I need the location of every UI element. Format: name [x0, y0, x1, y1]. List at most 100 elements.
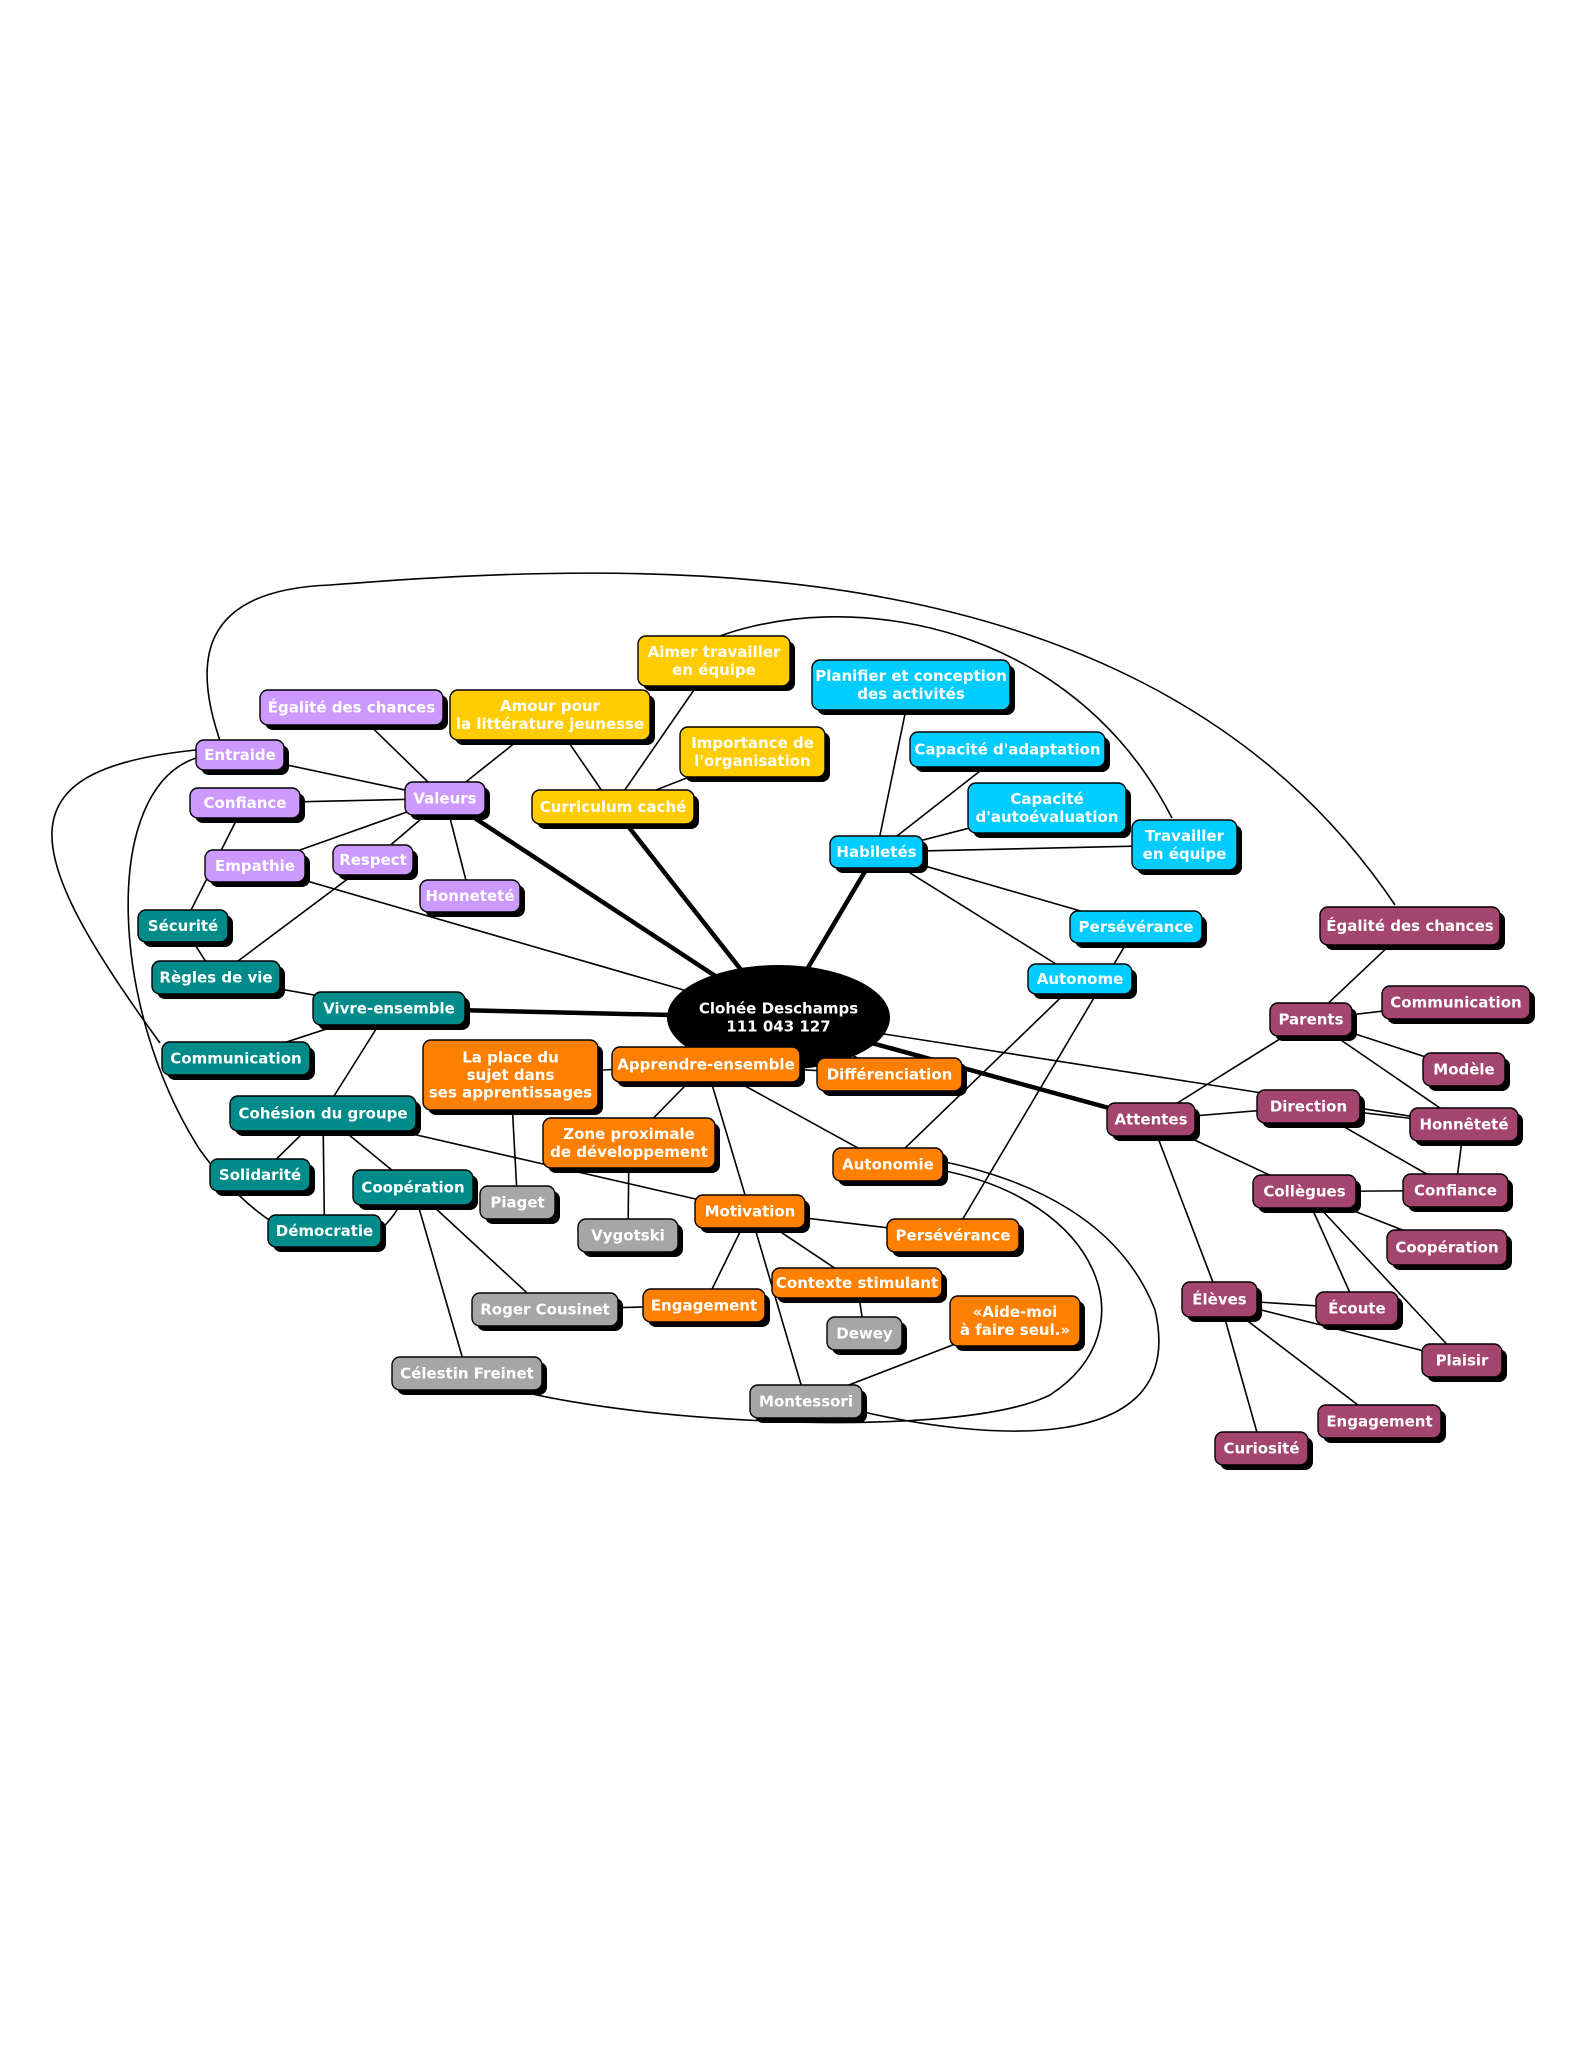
node-valeurs[interactable]: Valeurs	[404, 781, 490, 820]
link-habiletes-autonome	[876, 851, 1081, 980]
node-label: La place du	[462, 1048, 559, 1066]
node-cousinet[interactable]: Roger Cousinet	[471, 1292, 623, 1331]
node-engagement2[interactable]: Engagement	[1317, 1404, 1446, 1443]
node-egalite2[interactable]: Égalité des chances	[1319, 906, 1505, 950]
node-freinet[interactable]: Célestin Freinet	[391, 1356, 547, 1395]
node-confiance2[interactable]: Confiance	[1402, 1173, 1513, 1212]
node-box	[332, 844, 414, 876]
node-label: Planifier et conception	[815, 667, 1007, 685]
node-label: Capacité	[1010, 790, 1083, 808]
node-curiosite[interactable]: Curiosité	[1214, 1431, 1313, 1470]
node-box	[1269, 1002, 1353, 1037]
node-label: Communication	[170, 1050, 301, 1068]
link-autonomie-autonome	[887, 978, 1081, 1166]
node-label: en équipe	[1143, 845, 1227, 863]
node-importance[interactable]: Importance del'organisation	[679, 726, 830, 782]
node-collegues[interactable]: Collègues	[1252, 1174, 1361, 1213]
node-box	[1381, 985, 1531, 1020]
node-label: en équipe	[672, 661, 756, 679]
node-solidarite[interactable]: Solidarité	[209, 1158, 315, 1196]
node-vivre[interactable]: Vivre-ensemble	[312, 991, 470, 1030]
node-dewey[interactable]: Dewey	[826, 1316, 907, 1355]
node-box	[259, 689, 444, 726]
node-regles[interactable]: Règles de vie	[151, 960, 285, 999]
node-label: Capacité d'adaptation	[914, 741, 1100, 759]
node-box	[1131, 819, 1238, 871]
node-label: Contexte stimulant	[776, 1274, 938, 1292]
node-label: «Aide-moi	[973, 1303, 1058, 1321]
node-eleves[interactable]: Élèves	[1181, 1281, 1262, 1322]
node-empathie[interactable]: Empathie	[204, 849, 310, 887]
node-honnetete1[interactable]: Honneteté	[419, 879, 525, 917]
node-label: Motivation	[705, 1203, 796, 1221]
node-modele[interactable]: Modèle	[1422, 1052, 1510, 1091]
node-vygotski[interactable]: Vygotski	[577, 1218, 683, 1257]
node-communication1[interactable]: Communication	[161, 1041, 315, 1080]
node-montessori[interactable]: Montessori	[749, 1384, 867, 1423]
node-label: Coopération	[361, 1179, 464, 1197]
node-honnetete2[interactable]: Honnêteté	[1409, 1107, 1523, 1146]
node-piaget[interactable]: Piaget	[479, 1185, 560, 1224]
node-direction[interactable]: Direction	[1256, 1089, 1365, 1128]
node-label: la littérature jeunesse	[456, 715, 644, 733]
node-box	[195, 739, 285, 771]
node-box	[479, 1185, 556, 1220]
node-entraide[interactable]: Entraide	[195, 739, 289, 775]
node-label: Zone proximale	[563, 1125, 695, 1143]
node-box	[352, 1169, 474, 1206]
node-label: Attentes	[1114, 1111, 1187, 1129]
node-label: Égalité des chances	[1326, 916, 1493, 935]
node-label: Empathie	[215, 857, 295, 875]
node-differenciation[interactable]: Différenciation	[816, 1057, 967, 1096]
node-attentes[interactable]: Attentes	[1106, 1102, 1200, 1141]
node-label: Entraide	[204, 746, 276, 764]
link-collegues-plaisir	[1303, 1190, 1463, 1362]
node-adaptation[interactable]: Capacité d'adaptation	[909, 731, 1110, 772]
center-shape	[667, 965, 890, 1070]
node-box	[1319, 906, 1501, 946]
node-label: Différenciation	[827, 1066, 953, 1084]
node-communication2[interactable]: Communication	[1381, 985, 1535, 1024]
node-cooperation2[interactable]: Coopération	[1386, 1229, 1512, 1270]
link-cooperation1-freinet	[412, 1187, 468, 1374]
node-cooperation1[interactable]: Coopération	[352, 1169, 478, 1210]
node-habiletes[interactable]: Habiletés	[829, 835, 928, 873]
node-box	[1421, 1343, 1503, 1378]
node-box	[1181, 1281, 1258, 1318]
node-plaisir[interactable]: Plaisir	[1421, 1343, 1507, 1382]
node-motivation[interactable]: Motivation	[694, 1194, 810, 1233]
node-democratie[interactable]: Démocratie	[267, 1214, 386, 1252]
node-label: Direction	[1270, 1098, 1347, 1116]
node-box	[204, 849, 306, 883]
node-apprendre[interactable]: Apprendre-ensemble	[611, 1046, 805, 1087]
node-box	[137, 909, 229, 943]
node-perseverance1[interactable]: Persévérance	[1069, 910, 1207, 948]
node-curriculum[interactable]: Curriculum caché	[531, 789, 699, 829]
node-respect[interactable]: Respect	[332, 844, 418, 880]
node-label: Curriculum caché	[540, 798, 687, 816]
node-autonomie[interactable]: Autonomie	[832, 1147, 948, 1186]
node-autonome[interactable]: Autonome	[1027, 963, 1137, 999]
curve-montessori-autonomie	[854, 1161, 1160, 1432]
node-securite[interactable]: Sécurité	[137, 909, 233, 947]
node-engagement1[interactable]: Engagement	[642, 1288, 770, 1327]
node-cohesion[interactable]: Cohésion du groupe	[229, 1095, 421, 1136]
node-ecoute[interactable]: Écoute	[1315, 1291, 1403, 1330]
node-confiance1[interactable]: Confiance	[189, 787, 305, 823]
node-contexte[interactable]: Contexte stimulant	[771, 1267, 947, 1303]
node-perseverance2[interactable]: Persévérance	[886, 1218, 1024, 1257]
node-box	[816, 1057, 963, 1092]
node-label: Communication	[1390, 994, 1521, 1012]
node-parents[interactable]: Parents	[1269, 1002, 1357, 1041]
node-egalite1[interactable]: Égalité des chances	[259, 689, 448, 730]
node-box	[471, 1292, 619, 1327]
